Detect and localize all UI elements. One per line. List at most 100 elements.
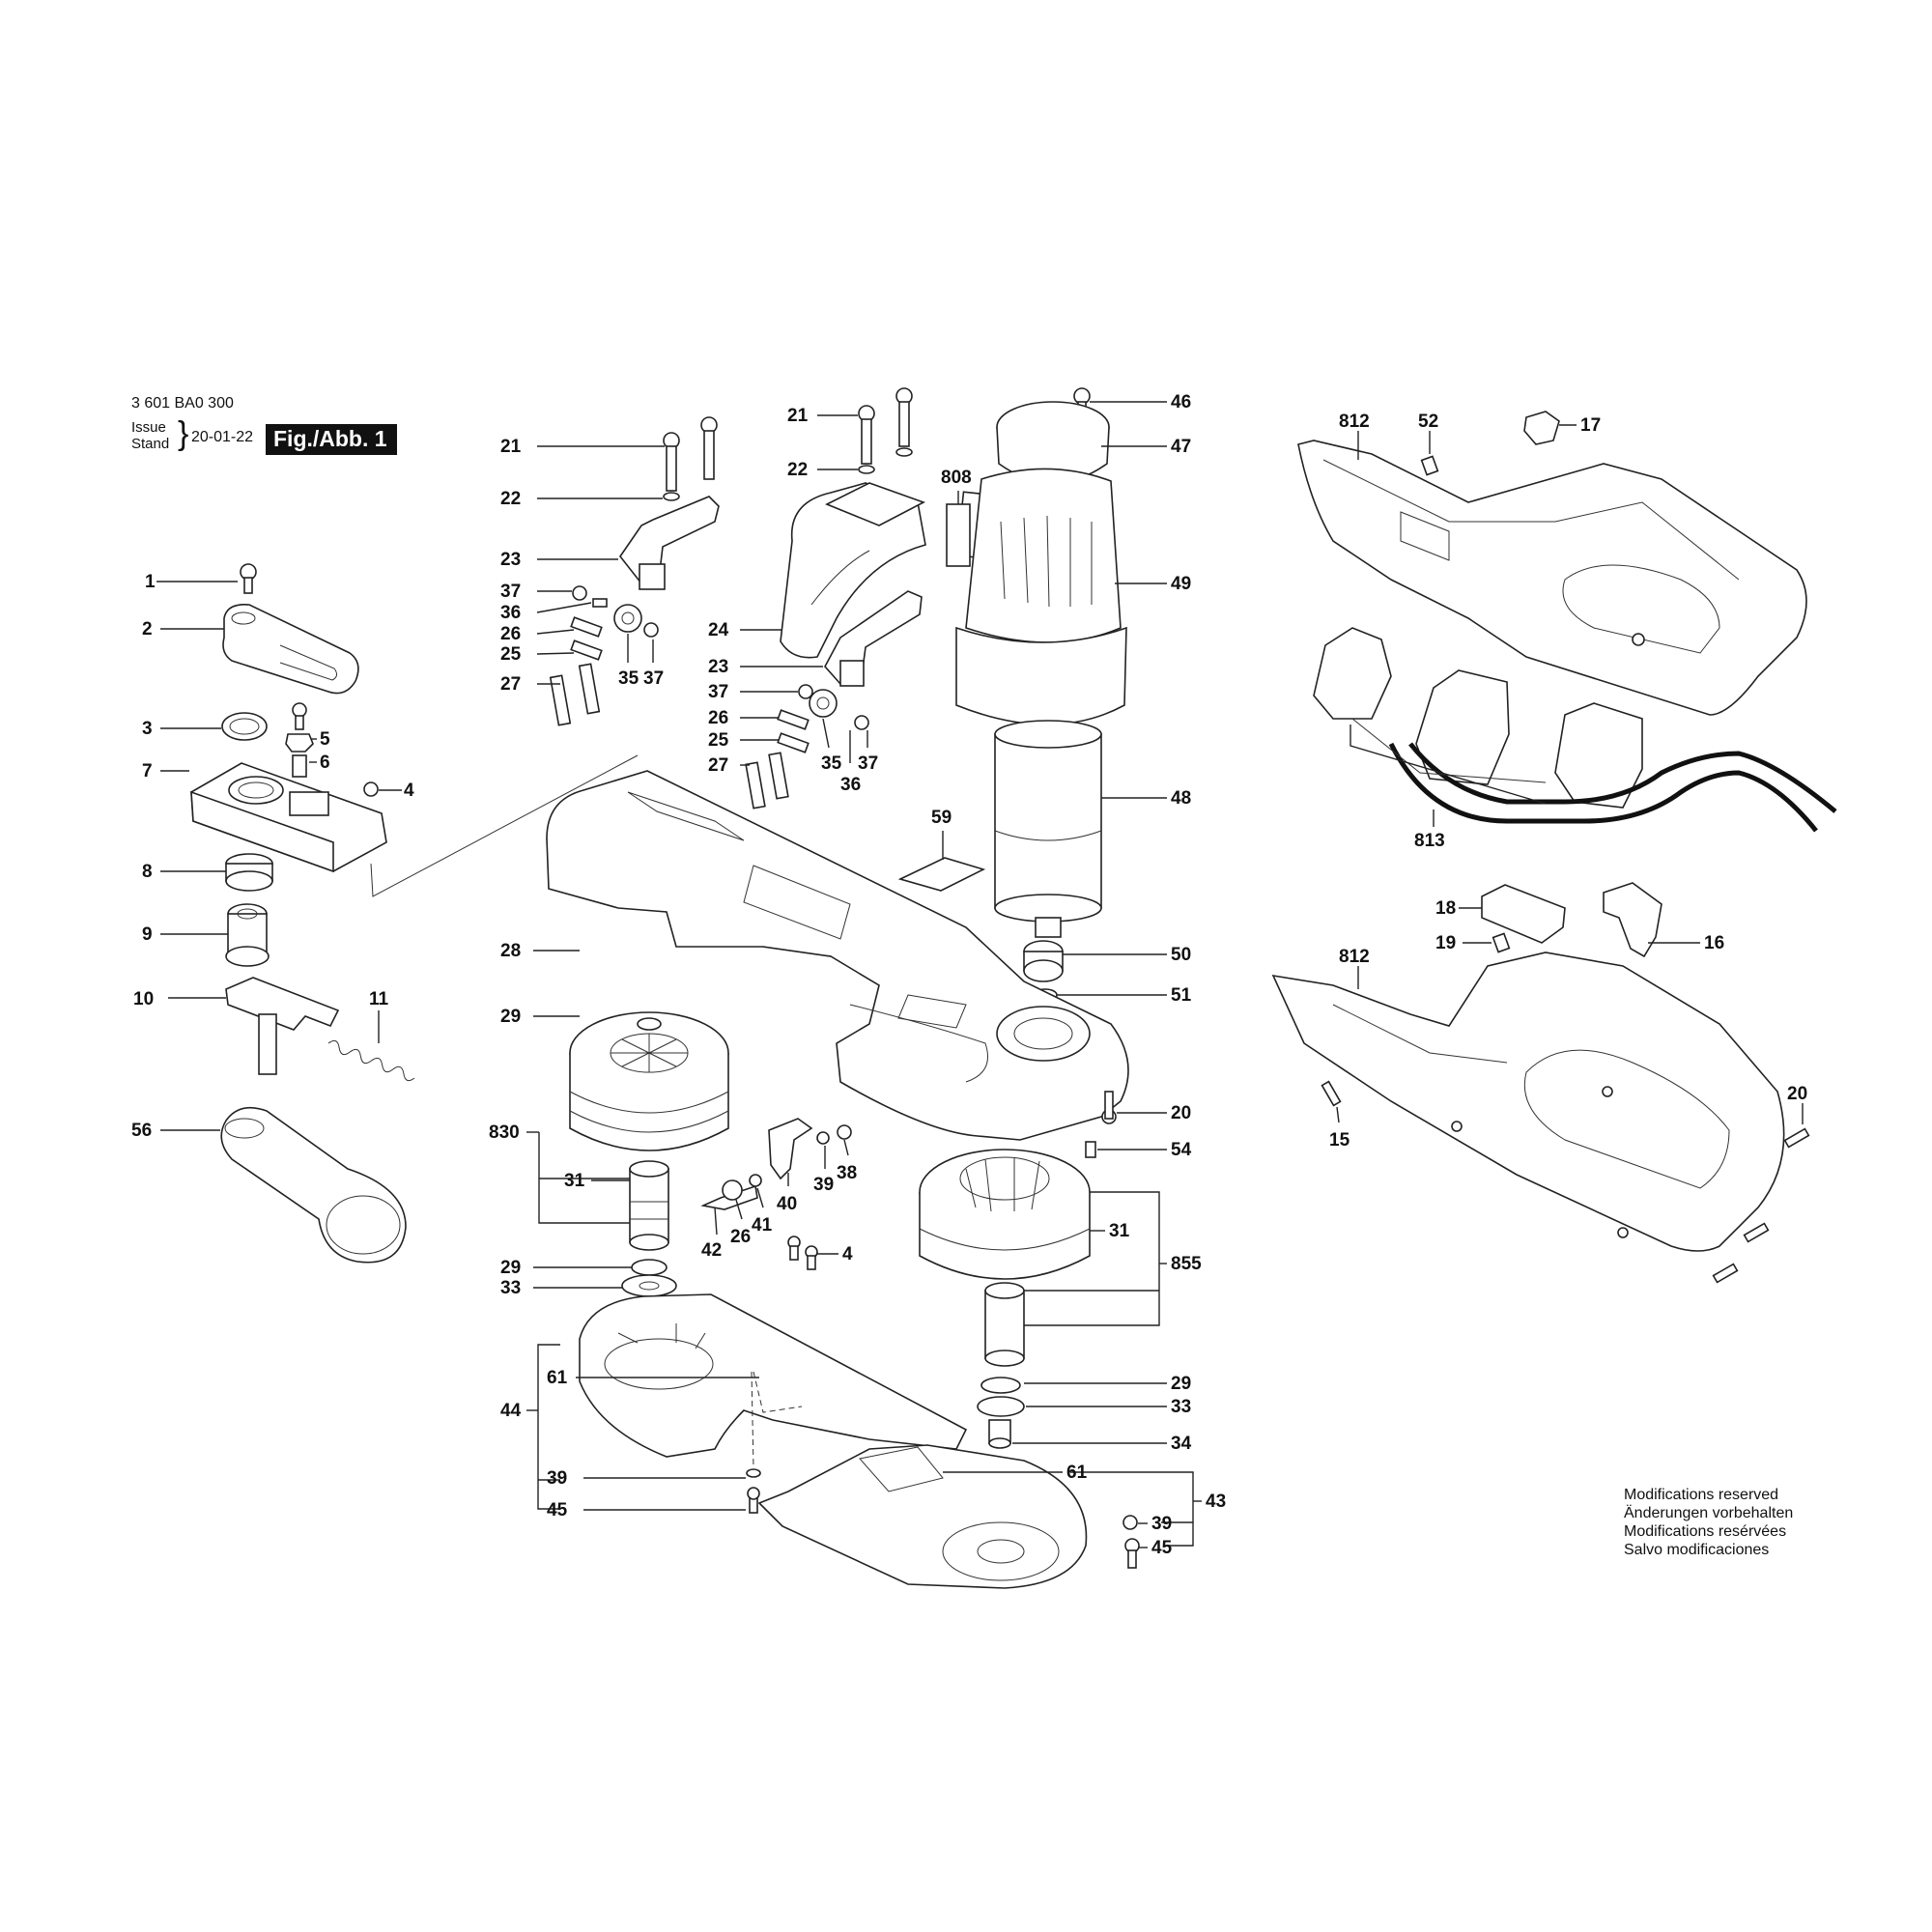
label-39b-text: 39	[547, 1468, 567, 1489]
label-48: 48	[1101, 788, 1191, 809]
label-33b-text: 33	[1171, 1397, 1191, 1417]
bracket-43	[1070, 1471, 1194, 1547]
label-24-text: 24	[708, 620, 729, 640]
label-47-text: 47	[1171, 437, 1191, 457]
label-25b-text: 25	[708, 730, 729, 751]
label-36a-text: 36	[500, 603, 521, 623]
bearing-set-b-drawing	[745, 684, 869, 810]
screws-21-b-drawing	[858, 387, 913, 474]
screw-1-drawing	[240, 563, 257, 594]
label-43: 43	[1193, 1492, 1226, 1512]
label-26b-text: 26	[708, 708, 728, 728]
wheel-855-drawing	[919, 1091, 1117, 1449]
label-33a: 33	[500, 1278, 622, 1298]
label-855-text: 855	[1171, 1254, 1202, 1274]
label-47: 47	[1101, 437, 1191, 457]
label-54: 54	[1097, 1140, 1192, 1160]
label-6: 6	[309, 753, 330, 773]
label-20b-text: 20	[1787, 1084, 1807, 1104]
label-39c: 39	[1138, 1514, 1172, 1534]
label-808: 808	[941, 468, 972, 504]
label-26b: 26	[708, 708, 779, 728]
label-16-text: 16	[1704, 933, 1724, 953]
label-20a-text: 20	[1171, 1103, 1191, 1123]
label-42: 42	[701, 1207, 722, 1261]
motor-assembly-drawing	[955, 387, 1127, 938]
label-35b: 35	[821, 718, 842, 774]
label-21b-text: 21	[787, 406, 809, 426]
label-18-text: 18	[1435, 898, 1456, 919]
issue-stand-label: Issue Stand	[131, 419, 169, 452]
label-45b: 45	[1138, 1538, 1173, 1558]
label-24: 24	[708, 620, 782, 640]
bracket-40-drawing	[700, 1118, 852, 1270]
label-49: 49	[1115, 574, 1191, 594]
label-3-text: 3	[142, 719, 153, 739]
bracket-23-b-drawing	[824, 590, 923, 687]
label-37c: 37	[708, 682, 798, 702]
label-855: 855	[1159, 1254, 1202, 1274]
label-26c-text: 26	[730, 1227, 751, 1247]
washers-left-drawing	[621, 1259, 677, 1297]
label-43-text: 43	[1206, 1492, 1226, 1512]
label-8: 8	[142, 862, 226, 882]
label-1: 1	[145, 572, 238, 592]
label-56-text: 56	[131, 1121, 152, 1141]
label-25b: 25	[708, 730, 779, 751]
label-37c-text: 37	[708, 682, 728, 702]
label-31a: 31	[564, 1171, 630, 1191]
label-38-text: 38	[837, 1163, 857, 1183]
label-39a: 39	[813, 1146, 834, 1195]
label-42-text: 42	[701, 1240, 722, 1261]
modifications-es: Salvo modificaciones	[1624, 1542, 1770, 1558]
label-22a-text: 22	[500, 489, 521, 509]
label-6-text: 6	[320, 753, 330, 773]
label-18: 18	[1435, 898, 1482, 919]
wheel-830-drawing	[569, 1011, 729, 1151]
label-1-text: 1	[145, 572, 156, 592]
label-830: 830	[489, 1122, 539, 1143]
label-59-text: 59	[931, 808, 952, 828]
label-4a: 4	[379, 781, 414, 801]
label-22b: 22	[787, 460, 858, 480]
label-61a-text: 61	[547, 1368, 568, 1388]
label-61b: 61	[943, 1463, 1088, 1483]
label-40-text: 40	[777, 1194, 797, 1214]
label-27b-text: 27	[708, 755, 728, 776]
label-35a-text: 35	[618, 668, 639, 689]
label-28: 28	[500, 941, 580, 961]
screw-5-6-drawing	[285, 702, 314, 778]
label-59: 59	[931, 808, 952, 860]
label-27a-text: 27	[500, 674, 521, 695]
handle-56-drawing	[220, 1106, 407, 1264]
label-56: 56	[131, 1121, 220, 1141]
figure-label: Fig./Abb. 1	[266, 424, 397, 455]
label-17-text: 17	[1580, 415, 1601, 436]
label-19-text: 19	[1435, 933, 1456, 953]
label-36a: 36	[500, 602, 592, 623]
label-39b: 39	[547, 1468, 746, 1489]
label-45a: 45	[547, 1500, 746, 1520]
guard-24-drawing	[780, 482, 926, 659]
label-11: 11	[369, 989, 389, 1043]
brace-glyph: }	[178, 415, 189, 452]
label-21b: 21	[787, 406, 858, 426]
label-5: 5	[311, 729, 330, 750]
label-29a-text: 29	[500, 1007, 521, 1027]
label-20a: 20	[1117, 1103, 1191, 1123]
label-29b-text: 29	[500, 1258, 521, 1278]
connector-line-drawing	[370, 754, 639, 897]
label-830-text: 830	[489, 1122, 520, 1143]
label-7: 7	[142, 761, 189, 781]
label-11-text: 11	[369, 989, 389, 1009]
electronics-813-drawing	[1313, 627, 1837, 833]
label-16: 16	[1648, 933, 1724, 953]
lever-2-drawing	[222, 603, 359, 695]
label-36b-text: 36	[840, 775, 861, 795]
modifications-note: Modifications reserved Änderungen vorbeh…	[1624, 1486, 1793, 1559]
label-10: 10	[133, 989, 226, 1009]
label-37b-text: 37	[643, 668, 664, 689]
shaft-left-drawing	[629, 1160, 669, 1251]
label-812a: 812	[1339, 412, 1370, 460]
